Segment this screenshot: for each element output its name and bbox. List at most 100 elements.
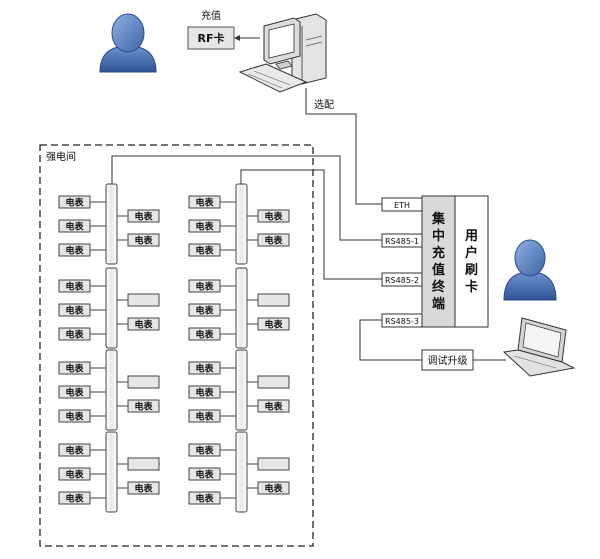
meter-box bbox=[58, 491, 91, 505]
meter-label: 电表 bbox=[134, 319, 153, 331]
meter-box bbox=[188, 443, 221, 457]
rf-card-label: RF卡 bbox=[198, 31, 225, 45]
debug-upgrade-box: 调试升级 bbox=[421, 349, 474, 371]
meter-label: 电表 bbox=[195, 363, 214, 375]
meter-label: 电表 bbox=[195, 329, 214, 341]
rs485-3-to-debug-line bbox=[359, 319, 506, 361]
meter-box bbox=[188, 219, 221, 233]
meter-label: 电表 bbox=[264, 211, 283, 223]
bus-bar-segment bbox=[105, 349, 118, 431]
meter-box bbox=[127, 317, 160, 331]
meter-label: 电表 bbox=[264, 483, 283, 495]
meter-label: 电表 bbox=[134, 211, 153, 223]
meter-label: 电表 bbox=[264, 235, 283, 247]
meter-box bbox=[188, 385, 221, 399]
port-label: RS485-1 bbox=[385, 237, 419, 246]
meter-label: 电表 bbox=[195, 305, 214, 317]
meter-box bbox=[58, 467, 91, 481]
meter-label: 电表 bbox=[195, 387, 214, 399]
user-card-char: 刷 bbox=[465, 263, 478, 278]
user-card-char: 卡 bbox=[465, 279, 478, 295]
meter-box bbox=[58, 219, 91, 233]
meter-box bbox=[257, 399, 290, 413]
meter-box bbox=[58, 409, 91, 423]
meter-label: 电表 bbox=[65, 411, 84, 423]
terminal-title-char: 值 bbox=[432, 262, 445, 278]
meter-label: 电表 bbox=[65, 445, 84, 457]
meter-label: 电表 bbox=[65, 221, 84, 233]
terminal-title-char: 终 bbox=[432, 279, 446, 295]
meter-blank-box bbox=[257, 457, 290, 471]
meter-label: 电表 bbox=[65, 493, 84, 505]
meter-label: 电表 bbox=[65, 387, 84, 399]
bus-bar-segment bbox=[105, 431, 118, 513]
bus-bar-segment bbox=[105, 267, 118, 349]
meter-box bbox=[257, 233, 290, 247]
meter-box bbox=[188, 409, 221, 423]
meter-label: 电表 bbox=[134, 401, 153, 413]
meter-box bbox=[188, 243, 221, 257]
port-label: RS485-2 bbox=[385, 276, 419, 285]
meter-blank-box bbox=[257, 293, 290, 307]
meter-box bbox=[188, 303, 221, 317]
meter-box bbox=[188, 279, 221, 293]
user-card-char: 户 bbox=[465, 245, 478, 261]
meter-label: 电表 bbox=[195, 411, 214, 423]
meter-label: 电表 bbox=[65, 197, 84, 209]
bus-bar-segment bbox=[235, 349, 248, 431]
meter-box bbox=[188, 491, 221, 505]
user-card-char: 用 bbox=[464, 229, 478, 244]
room-label: 强电间 bbox=[46, 150, 76, 163]
rf-card-box: RF卡 bbox=[187, 26, 235, 50]
person-icon-user bbox=[503, 239, 557, 301]
terminal-title-char: 端 bbox=[432, 296, 445, 312]
meter-label: 电表 bbox=[134, 483, 153, 495]
meter-box bbox=[58, 279, 91, 293]
meter-label: 电表 bbox=[65, 363, 84, 375]
meter-blank-box bbox=[127, 457, 160, 471]
central-recharge-terminal: 集 中 充 值 终 端 bbox=[421, 195, 456, 328]
optional-label: 选配 bbox=[314, 98, 334, 111]
bus-feed-lines bbox=[111, 155, 382, 280]
bus-bar-segment bbox=[105, 183, 118, 265]
meter-label: 电表 bbox=[264, 319, 283, 331]
port-label: ETH bbox=[394, 201, 410, 210]
meter-group: 电表电表电表电表电表电表电表电表电表电表电表电表电表电表电表电表电表电表电表电表… bbox=[58, 183, 290, 513]
meter-label: 电表 bbox=[65, 281, 84, 293]
bus-bar-segment bbox=[235, 183, 248, 265]
meter-blank-box bbox=[257, 375, 290, 389]
meter-label: 电表 bbox=[195, 221, 214, 233]
meter-box bbox=[58, 303, 91, 317]
terminal-title-char: 充 bbox=[432, 245, 445, 261]
terminal-title-char: 中 bbox=[432, 228, 445, 244]
pc-to-eth-line bbox=[305, 88, 382, 205]
port-label: RS485-3 bbox=[385, 317, 419, 326]
meter-label: 电表 bbox=[65, 245, 84, 257]
meter-box bbox=[188, 195, 221, 209]
meter-box bbox=[58, 361, 91, 375]
meter-box bbox=[257, 481, 290, 495]
meter-box bbox=[58, 327, 91, 341]
meter-blank-box bbox=[127, 375, 160, 389]
meter-box bbox=[188, 327, 221, 341]
meter-label: 电表 bbox=[65, 305, 84, 317]
meter-label: 电表 bbox=[65, 469, 84, 481]
meter-box bbox=[257, 209, 290, 223]
person-icon-operator bbox=[99, 13, 157, 73]
meter-box bbox=[127, 481, 160, 495]
meter-box bbox=[257, 317, 290, 331]
meter-blank-box bbox=[127, 293, 160, 307]
meter-box bbox=[58, 243, 91, 257]
meter-label: 电表 bbox=[195, 493, 214, 505]
meter-label: 电表 bbox=[195, 281, 214, 293]
pc-to-rfcard-arrow bbox=[234, 35, 260, 41]
meter-box bbox=[127, 209, 160, 223]
meter-label: 电表 bbox=[195, 245, 214, 257]
user-card-panel: 用 户 刷 卡 bbox=[454, 195, 489, 328]
terminal-title-char: 集 bbox=[431, 211, 446, 227]
bus-bar-segment bbox=[235, 431, 248, 513]
meter-box bbox=[127, 399, 160, 413]
meter-box bbox=[58, 195, 91, 209]
